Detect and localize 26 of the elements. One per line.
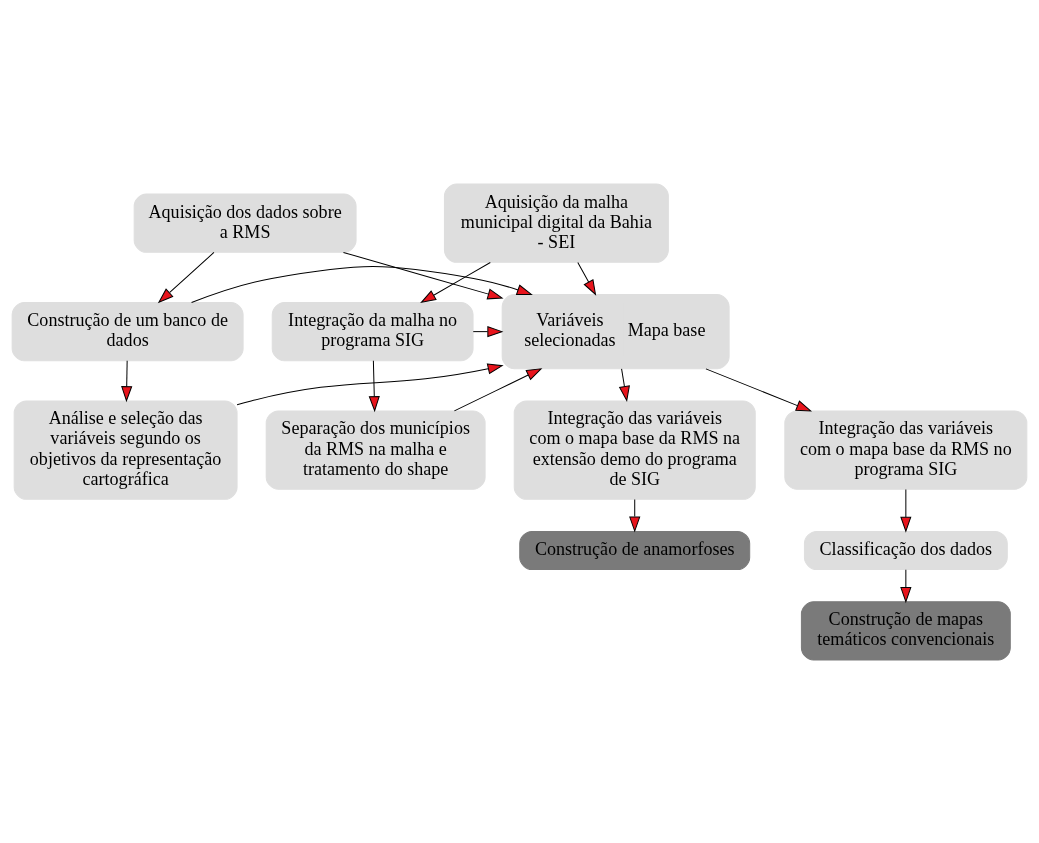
node-box: Construção de mapas temáticos convencionais [800,600,1011,660]
arrow [236,362,503,405]
node-box: Construção de anamorfoses [519,530,751,570]
node-box: Integração da malha no programa SIG [271,301,474,361]
node-box: Integração das variáveis com o mapa base da RMS no programa SIG [784,409,1028,490]
arrow [577,261,596,295]
node-box: Aquisição da malha municipal digital da Bahia - SEI [443,183,669,263]
arrow [121,359,133,401]
arrow [705,367,812,411]
node-box: Construção de um banco de dados [11,301,244,361]
node-box: Integração das variáveis com o mapa base da RMS na extensão demo do programa de SIG [513,399,756,500]
arrow [368,359,380,411]
arrow [619,367,630,401]
arrow [629,498,641,532]
node-box: Separação dos municípios da RMS na malha e tratamento do shape [265,409,486,490]
node-box: Aquisição dos dados sobre a RMS [133,193,357,253]
arrow [900,488,912,532]
node-box: Análise e seleção das variáveis segundo os objetivos da representação cartográfica [13,399,238,500]
arrow [900,568,912,602]
node-box: Classificação dos dados [803,530,1008,570]
arrow [420,261,491,303]
arrow [158,251,215,303]
arrow [342,251,503,299]
arrow [453,367,542,411]
arrow [191,265,532,303]
arrow [472,325,503,337]
